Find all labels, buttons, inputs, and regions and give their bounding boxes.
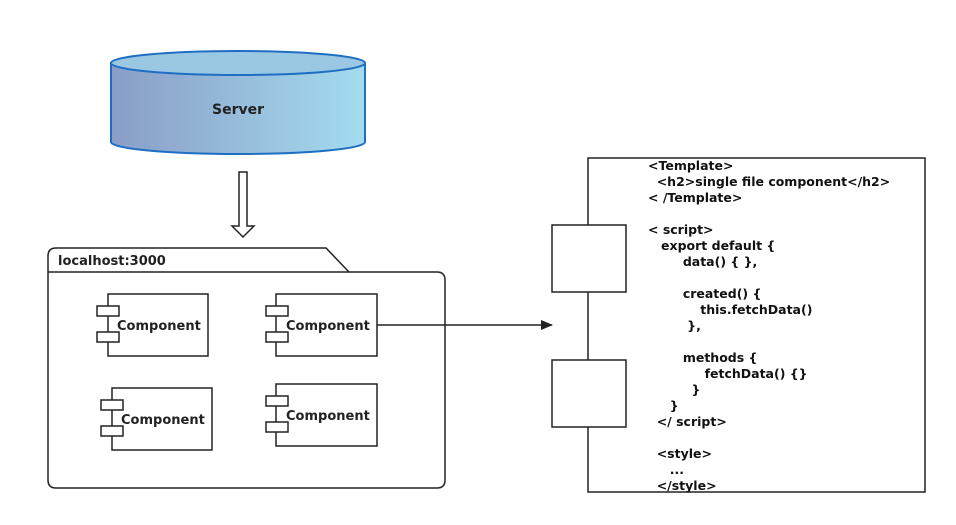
code-line: </ script> bbox=[648, 414, 727, 429]
component-port-icon bbox=[265, 305, 289, 317]
component-label: Component bbox=[117, 319, 201, 334]
down-arrow bbox=[230, 171, 256, 239]
code-line: this.fetchData() bbox=[648, 302, 813, 317]
code-line: fetchData() {} bbox=[648, 366, 808, 381]
sfc-port-bottom bbox=[551, 359, 627, 428]
component-port-icon bbox=[265, 331, 289, 343]
code-line: </style> bbox=[648, 478, 717, 493]
component-port-icon bbox=[100, 425, 124, 437]
code-line: created() { bbox=[648, 286, 762, 301]
code-line: methods { bbox=[648, 350, 758, 365]
component-port-icon bbox=[265, 395, 289, 407]
code-line: data() { }, bbox=[648, 254, 758, 269]
code-line: < script> bbox=[648, 222, 714, 237]
component-port-icon bbox=[96, 305, 120, 317]
component-port-icon bbox=[265, 421, 289, 433]
package-label: localhost:3000 bbox=[58, 254, 166, 269]
component-label: Component bbox=[286, 409, 370, 424]
code-line: }, bbox=[648, 318, 701, 333]
component-1[interactable]: Component bbox=[96, 293, 209, 357]
code-line bbox=[648, 334, 890, 350]
package-localhost[interactable]: localhost:3000 bbox=[47, 247, 446, 489]
code-line: <Template> bbox=[648, 158, 734, 173]
code-line: export default { bbox=[648, 238, 776, 253]
server-label: Server bbox=[212, 102, 264, 118]
component-port-icon bbox=[100, 399, 124, 411]
code-line: } bbox=[648, 398, 679, 413]
component-3[interactable]: Component bbox=[100, 387, 213, 451]
code-line: } bbox=[648, 382, 701, 397]
code-line bbox=[648, 206, 890, 222]
component-label: Component bbox=[286, 319, 370, 334]
code-line: <style> bbox=[648, 446, 712, 461]
component-label: Component bbox=[121, 413, 205, 428]
server-cylinder[interactable]: Server bbox=[110, 50, 366, 155]
code-line bbox=[648, 430, 890, 446]
sfc-code-block: <Template> <h2>single file component</h2… bbox=[648, 158, 890, 494]
component-port-icon bbox=[96, 331, 120, 343]
code-line bbox=[648, 270, 890, 286]
code-line: < /Template> bbox=[648, 190, 743, 205]
code-line: ... bbox=[648, 462, 685, 477]
sfc-port-top bbox=[551, 224, 627, 293]
component-2[interactable]: Component bbox=[265, 293, 378, 357]
component-4[interactable]: Component bbox=[265, 383, 378, 447]
sfc-component-box[interactable] bbox=[551, 157, 926, 493]
code-line: <h2>single file component</h2> bbox=[648, 174, 891, 189]
